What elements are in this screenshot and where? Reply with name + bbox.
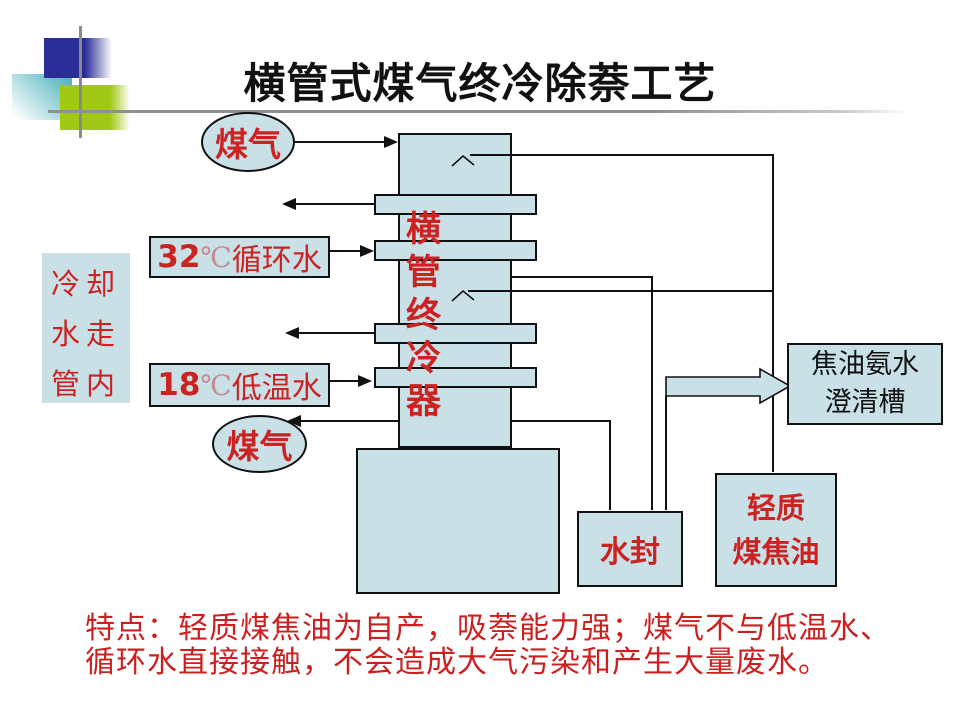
low-temp-water-temp: 18 — [157, 367, 201, 403]
tar-ammonia-tank-box: 焦油氨水 澄清槽 — [787, 343, 943, 425]
light-tar-line2: 煤焦油 — [732, 535, 820, 569]
gas-outlet-label: 煤气 — [226, 427, 293, 466]
cooling-water-note-box: 冷却水走管内 — [42, 253, 130, 403]
circulating-water-box: 32 ℃ 循环水 — [149, 236, 330, 278]
arrowhead-left-icon — [285, 327, 299, 339]
circulating-water-label: 循环水 — [231, 243, 322, 278]
tar-ammonia-tank-line2: 澄清槽 — [824, 387, 906, 418]
deco-green-square — [60, 85, 110, 130]
block-arrow-to-tar-tank-icon — [665, 367, 792, 405]
bottom-collection-tank — [356, 448, 560, 594]
cooler-label: 横管终冷器 — [400, 210, 441, 425]
arrowhead-right-icon — [384, 136, 398, 148]
deco-green-square-fade — [110, 85, 130, 130]
deco-blue-square-fade — [85, 38, 112, 78]
title-underline-rule — [48, 110, 910, 113]
tar-ammonia-tank-line1: 焦油氨水 — [811, 349, 919, 380]
feature-caption-line1: 特点：轻质煤焦油为自产，吸萘能力强；煤气不与低温水、 — [85, 611, 891, 646]
degree-celsius-icon: ℃ — [200, 240, 232, 274]
gas-inlet-label: 煤气 — [215, 125, 281, 164]
page-title: 横管式煤气终冷除萘工艺 — [243, 59, 717, 108]
arrowhead-left-icon — [282, 198, 296, 210]
arrowhead-right-icon — [360, 245, 374, 257]
low-temp-water-box: 18 ℃ 低温水 — [149, 363, 330, 407]
deco-vertical-line — [79, 26, 82, 138]
light-tar-line1: 轻质 — [746, 491, 805, 525]
arrowhead-right-icon — [358, 375, 372, 387]
gas-inlet-ellipse: 煤气 — [201, 112, 295, 172]
deco-blue-square — [44, 38, 85, 78]
feature-caption-line2: 循环水直接接触，不会造成大气污染和产生大量废水。 — [85, 645, 829, 680]
circulating-water-temp: 32 — [157, 239, 201, 275]
gas-outlet-ellipse: 煤气 — [212, 415, 307, 473]
low-temp-water-label: 低温水 — [231, 371, 322, 406]
water-seal-label: 水封 — [600, 535, 660, 570]
degree-celsius-icon: ℃ — [200, 368, 232, 402]
light-tar-box: 轻质 煤焦油 — [715, 473, 837, 587]
water-seal-box: 水封 — [577, 511, 683, 587]
